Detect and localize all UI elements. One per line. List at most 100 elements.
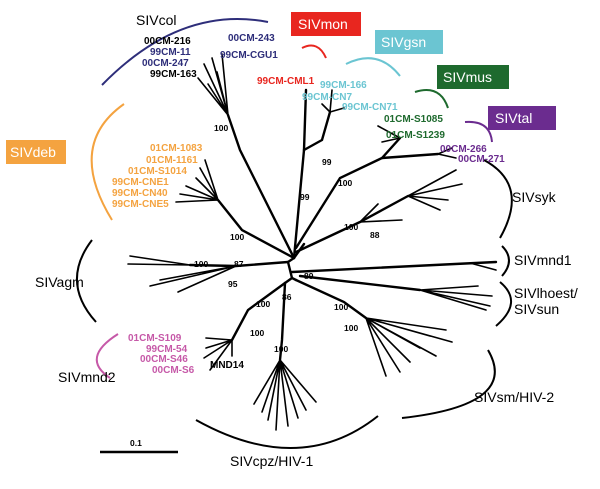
group-label-sivcol: SIVcol (136, 12, 176, 28)
tips-mus (377, 125, 401, 143)
group-label-sivdeb: SIVdeb (10, 144, 56, 160)
taxon-label: 00CM-271 (458, 154, 505, 165)
arc-sivmnd2 (95, 333, 119, 379)
bootstrap-value: 89 (304, 271, 314, 281)
taxon-label: 01CM-1083 (150, 143, 203, 154)
taxon-label: 99CM-CNE5 (112, 199, 169, 210)
taxon-label: 01CM-S1014 (128, 166, 187, 177)
taxa-sivtal: 00CM-266 00CM-271 (440, 144, 505, 165)
taxon-label: 00CM-216 (144, 36, 191, 47)
taxon-label: 01CM-S109 (128, 333, 182, 344)
bootstrap-value: 87 (234, 259, 244, 269)
bootstrap-value: 100 (334, 302, 348, 312)
taxon-label: 00CM-S46 (140, 354, 188, 365)
bootstrap-value: 100 (194, 259, 208, 269)
arc-sivtal (464, 120, 493, 143)
bootstrap-value: 100 (230, 232, 244, 242)
bootstrap-value: 100 (274, 344, 288, 354)
taxon-label: 00CM-S6 (152, 365, 195, 376)
taxon-label: 99CM-CML1 (257, 76, 315, 87)
group-label-sivmnd2: SIVmnd2 (58, 369, 116, 385)
tips-mnd1 (469, 262, 497, 271)
taxa-sivgsn: 99CM-166 99CM-CN7 99CM-CN71 (302, 80, 398, 113)
bootstrap-value: 99 (300, 192, 310, 202)
branch-sm (294, 278, 368, 320)
tips-agm (127, 255, 237, 293)
bootstrap-value: 100 (344, 222, 358, 232)
arc-sivdeb (90, 103, 125, 221)
tips-syk (359, 169, 463, 223)
arc-sivsyk (483, 159, 513, 239)
taxa-sivdeb: 01CM-1083 01CM-1161 01CM-S1014 99CM-CNE1… (112, 143, 203, 210)
branch-deb (216, 198, 296, 260)
taxa-sivmnd2: 01CM-S109 99CM-54 00CM-S46 00CM-S6 (128, 333, 195, 376)
tips-cpz (253, 359, 317, 431)
group-label-sivmus: SIVmus (443, 69, 492, 85)
tree-branches (127, 53, 498, 431)
group-label-sivmnd1: SIVmnd1 (514, 252, 572, 268)
taxon-label: 99CM-CN71 (342, 102, 398, 113)
branch-lhoest (298, 274, 422, 292)
taxon-label: 99CM-CNE1 (112, 177, 169, 188)
scale-bar: 0.1 (100, 438, 178, 454)
arc-sivsm (401, 349, 496, 419)
group-label-sivmon: SIVmon (298, 16, 348, 32)
arc-sivgsn (345, 57, 401, 77)
bootstrap-value: 100 (256, 299, 270, 309)
taxon-label: 99CM-166 (320, 80, 367, 91)
tips-lhoest (419, 285, 493, 311)
branch-mus-tal (294, 136, 402, 250)
group-label-sivgsn: SIVgsn (381, 34, 426, 50)
taxon-label-mnd14: MND14 (210, 360, 244, 371)
branch-cpz (278, 281, 287, 362)
group-box-sivgsn (375, 30, 443, 54)
taxon-label: 01CM-S1239 (386, 130, 445, 141)
taxon-label: 99CM-163 (150, 69, 197, 80)
bootstrap-value: 95 (228, 279, 238, 289)
group-label-sivsun: SIVsun (514, 301, 559, 317)
taxon-label: 01CM-S1085 (384, 114, 443, 125)
group-label-sivsyk: SIVsyk (512, 189, 557, 205)
branch-tal (380, 152, 440, 160)
taxon-label: 99CM-CGU1 (220, 50, 278, 61)
taxon-label: 99CM-54 (146, 344, 188, 355)
bootstrap-value: 100 (214, 123, 228, 133)
branch-gsn (302, 110, 332, 152)
tips-mnd2 (203, 337, 233, 371)
group-label-sivagm: SIVagm (35, 274, 84, 290)
taxa-sivcol: 00CM-216 00CM-243 99CM-11 99CM-CGU1 00CM… (142, 33, 278, 80)
taxon-label: 00CM-266 (440, 144, 487, 155)
group-box-sivtal (488, 106, 556, 130)
taxon-label: 00CM-243 (228, 33, 275, 44)
arc-sivagm (76, 239, 97, 323)
bootstrap-value: 88 (370, 230, 380, 240)
arc-sivmus (414, 89, 449, 109)
bootstrap-value: 100 (338, 178, 352, 188)
tips-tal (437, 147, 457, 159)
arc-sivmon (301, 44, 327, 59)
group-label-sivtal: SIVtal (495, 110, 532, 126)
group-label-sivcpz: SIVcpz/HIV-1 (230, 453, 313, 469)
scale-bar-label: 0.1 (130, 438, 142, 448)
taxon-label: 00CM-247 (142, 58, 189, 69)
tips-deb (175, 159, 219, 203)
taxon-label: 99CM-11 (150, 47, 191, 58)
bootstrap-value: 100 (250, 328, 264, 338)
tips-sm (365, 317, 453, 377)
bootstrap-value: 100 (344, 323, 358, 333)
tips-gsn (321, 89, 345, 113)
taxon-label: 01CM-1161 (146, 155, 198, 166)
bootstrap-value: 86 (282, 292, 292, 302)
group-box-sivdeb (6, 140, 66, 164)
arc-sivcpz (195, 415, 379, 449)
taxa-sivmus: 01CM-S1085 01CM-S1239 (384, 114, 445, 141)
branch-mnd2 (230, 281, 287, 342)
bootstrap-value: 99 (322, 157, 332, 167)
tips-col (197, 53, 229, 116)
group-label-sivlhoest: SIVlhoest/ (514, 285, 578, 301)
taxon-label: 99CM-CN40 (112, 188, 168, 199)
group-box-sivmus (437, 65, 509, 89)
branch-col (226, 113, 296, 260)
group-label-sivsm: SIVsm/HIV-2 (474, 389, 554, 405)
